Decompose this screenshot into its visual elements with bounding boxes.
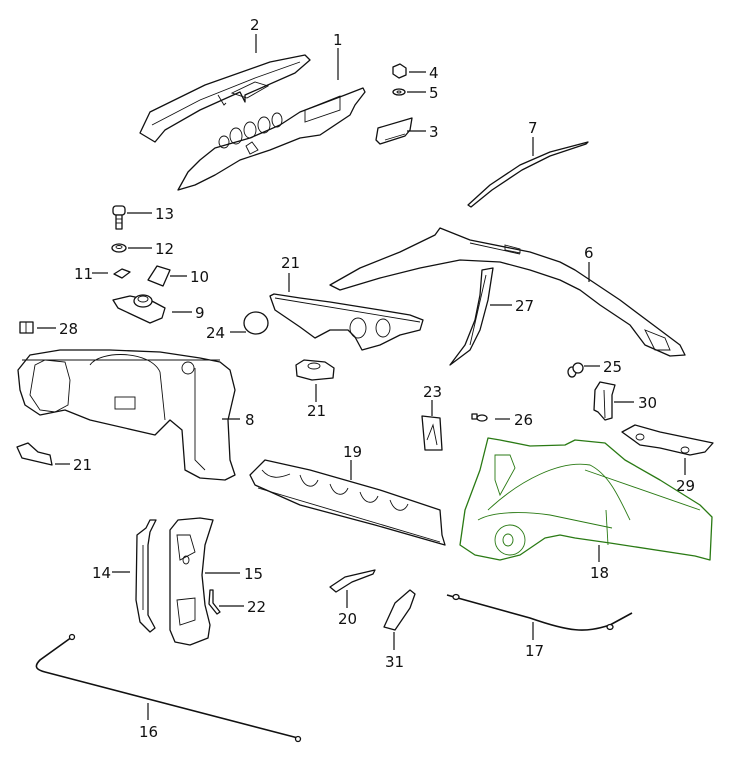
label-20[interactable]: 20 [338,610,357,628]
label-26[interactable]: 25 [603,358,622,376]
part-4-nut-icon[interactable] [392,63,407,79]
part-21-mount-block[interactable] [295,359,335,381]
label-31[interactable]: 30 [638,394,657,412]
part-8-front-inner-fender[interactable] [17,349,236,481]
label-16[interactable]: 16 [139,723,158,741]
label-28[interactable]: 27 [515,297,534,315]
label-23[interactable]: 22 [247,598,266,616]
label-6[interactable]: 6 [584,244,594,262]
part-3-bracket[interactable] [375,117,413,145]
label-15[interactable]: 15 [244,565,263,583]
part-12-washer-icon[interactable] [111,243,127,253]
label-22[interactable]: 21 [73,456,92,474]
label-13[interactable]: 13 [155,205,174,223]
label-4[interactable]: 4 [429,64,439,82]
part-2-dashboard-upper-trim[interactable] [139,54,311,143]
part-27-clip-icon[interactable] [471,413,488,422]
part-32-jack-point-bracket[interactable] [383,589,416,631]
part-5-washer-icon[interactable] [392,88,406,96]
part-14-a-pillar-trim[interactable] [135,519,157,633]
part-23-curved-strip[interactable] [208,589,221,615]
part-9-strut-mount[interactable] [112,294,166,324]
label-27[interactable]: 26 [514,411,533,429]
part-18-rear-inner-quarter[interactable] [459,437,713,561]
label-10[interactable]: 10 [190,268,209,286]
part-17-cable[interactable] [446,593,633,631]
part-19-rocker-panel[interactable] [249,459,446,546]
part-6-roof-rail[interactable] [329,227,686,357]
part-20-bracket[interactable] [329,569,376,593]
part-1-dashboard-panel[interactable] [177,87,366,191]
label-2[interactable]: 2 [250,16,260,34]
label-11[interactable]: 11 [74,265,93,283]
part-10-curved-plate[interactable] [147,265,171,287]
label-24[interactable]: 23 [423,383,442,401]
label-12[interactable]: 12 [155,240,174,258]
part-7-trim-strip[interactable] [467,141,589,208]
part-30-rear-bracket[interactable] [621,424,714,456]
label-21-block[interactable]: 21 [307,402,326,420]
part-15-a-pillar-inner[interactable] [169,517,214,646]
part-26-grommet-icon[interactable] [567,362,584,378]
label-5[interactable]: 5 [429,84,439,102]
label-29[interactable]: 28 [59,320,78,338]
label-14[interactable]: 14 [92,564,111,582]
label-7[interactable]: 7 [528,119,538,137]
part-11-small-plate[interactable] [113,268,131,279]
label-19[interactable]: 19 [343,443,362,461]
part-21-cowl-panel[interactable] [269,293,424,351]
part-25-plug-cap[interactable] [243,311,269,335]
label-18[interactable]: 18 [590,564,609,582]
label-30[interactable]: 29 [676,477,695,495]
label-32[interactable]: 31 [385,653,404,671]
part-28-b-pillar-trim[interactable] [449,267,494,366]
label-17[interactable]: 17 [525,642,544,660]
label-21-cowl[interactable]: 21 [281,254,300,272]
label-3[interactable]: 3 [429,123,439,141]
part-16-cable[interactable] [35,633,302,743]
part-24-gusset[interactable] [421,415,443,451]
part-22-bracket[interactable] [16,442,53,466]
label-1[interactable]: 1 [333,31,343,49]
part-29-clip-nut-icon[interactable] [19,321,34,334]
label-25[interactable]: 24 [206,324,225,342]
part-31-bumper-block[interactable] [593,381,616,421]
part-13-bolt-icon[interactable] [112,205,126,230]
label-8[interactable]: 8 [245,411,255,429]
label-9[interactable]: 9 [195,304,205,322]
